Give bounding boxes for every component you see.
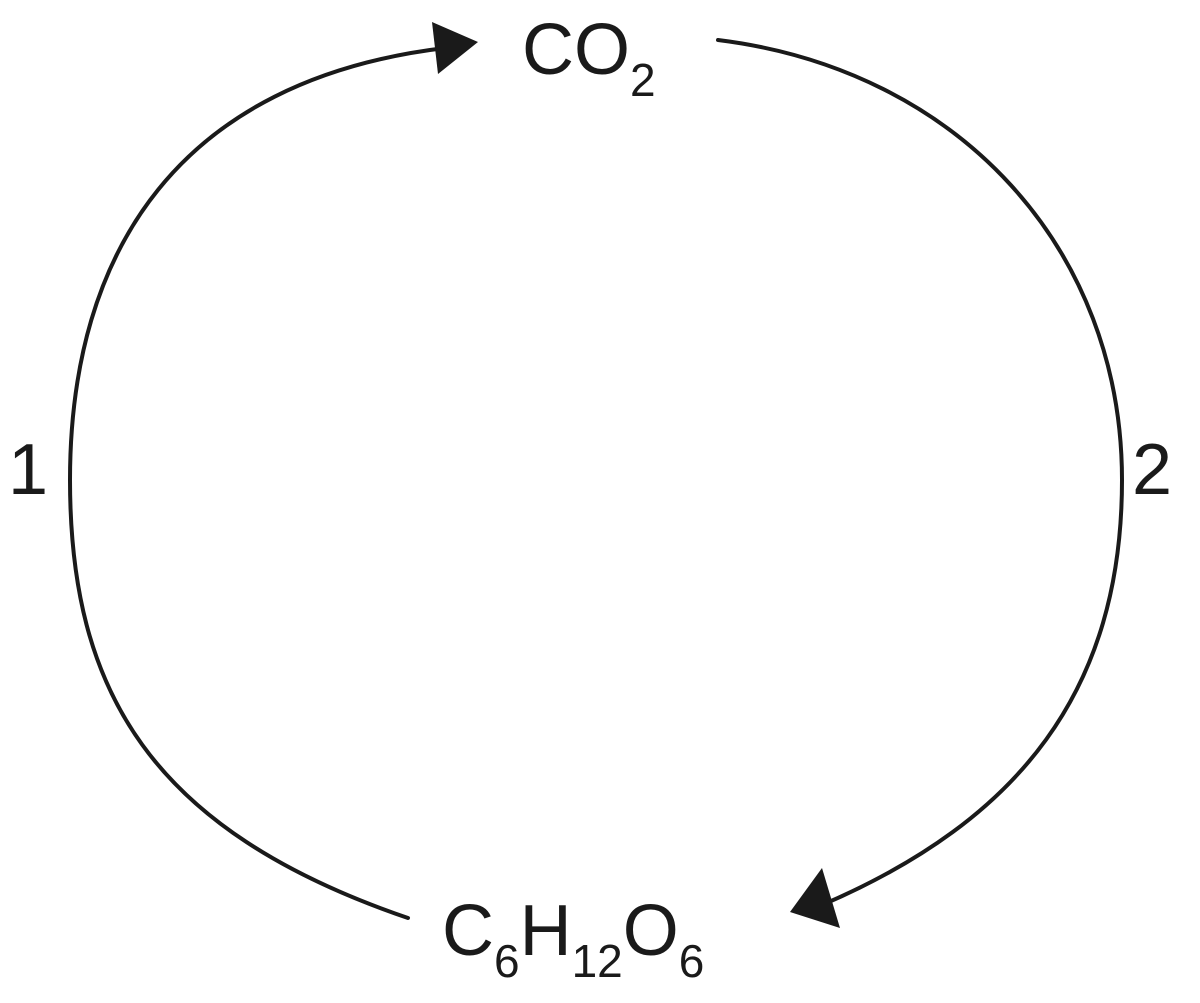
arrowhead-to-glucose [790, 868, 840, 928]
process-label-1: 1 [8, 430, 48, 510]
arc-process-2 [716, 38, 1125, 907]
glucose-h: H [520, 891, 572, 971]
co2-subscript: 2 [630, 54, 656, 106]
arc-process-1 [67, 46, 447, 920]
co2-base: CO [522, 10, 630, 90]
glucose-h-subscript: 12 [572, 935, 623, 987]
glucose-o: O [623, 891, 679, 971]
glucose-o-subscript: 6 [679, 935, 705, 987]
glucose-c-subscript: 6 [494, 935, 520, 987]
co2-label: CO2 [522, 10, 656, 106]
glucose-c: C [442, 891, 494, 971]
glucose-label: C6H12O6 [442, 891, 704, 987]
process-label-2: 2 [1132, 430, 1172, 510]
arrowhead-to-co2 [432, 22, 478, 74]
